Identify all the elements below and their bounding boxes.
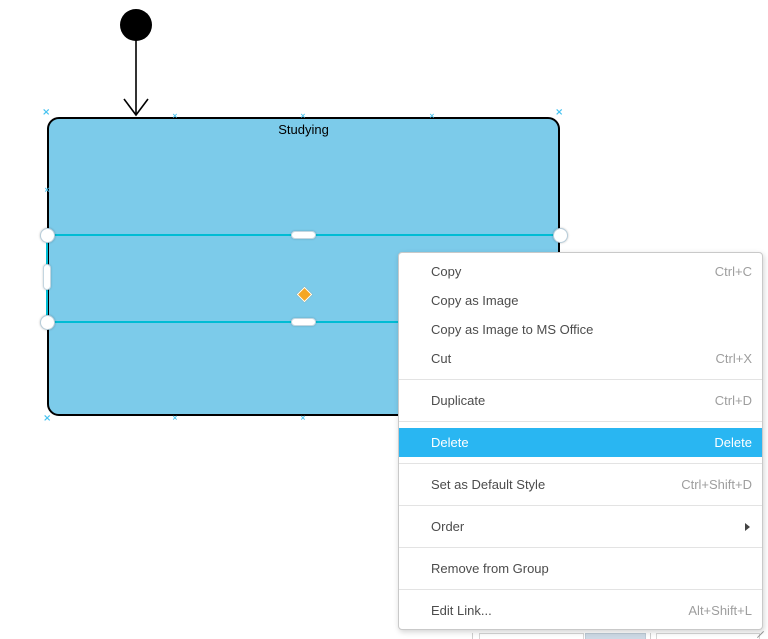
- menu-item-remove-from-group[interactable]: Remove from Group: [399, 554, 762, 583]
- menu-separator: [399, 463, 762, 464]
- selection-x-handle: [44, 187, 50, 194]
- state-title: Studying: [278, 122, 329, 137]
- menu-item-label: Copy as Image to MS Office: [431, 322, 594, 337]
- menu-item-label: Set as Default Style: [431, 477, 546, 492]
- menu-item-copy[interactable]: Copy Ctrl+C: [399, 257, 762, 286]
- selection-x-handle: [300, 415, 306, 422]
- selection-x-handle: [300, 113, 306, 120]
- initial-state-node[interactable]: [120, 9, 152, 41]
- menu-item-copy-as-image[interactable]: Copy as Image: [399, 286, 762, 315]
- style-preview-fragment: [650, 633, 651, 639]
- selection-handle-circle[interactable]: [40, 228, 55, 243]
- submenu-arrow-icon: [745, 522, 750, 531]
- menu-item-edit-link[interactable]: Edit Link... Alt+Shift+L: [399, 596, 762, 625]
- menu-item-copy-as-image-to-ms-office[interactable]: Copy as Image to MS Office: [399, 315, 762, 344]
- selection-x-handle: [172, 415, 178, 422]
- lane-divider-bottom[interactable]: [48, 321, 398, 323]
- style-preview-fragment: [472, 633, 473, 639]
- style-preview-card[interactable]: [656, 633, 760, 639]
- menu-item-cut[interactable]: Cut Ctrl+X: [399, 344, 762, 373]
- selection-x-handle: [429, 113, 435, 120]
- menu-separator: [399, 379, 762, 380]
- menu-item-label: Copy as Image: [431, 293, 519, 308]
- style-preview-card[interactable]: [585, 633, 646, 639]
- transition-arrowhead-icon: [123, 98, 149, 117]
- selection-x-handle: [555, 108, 563, 118]
- menu-item-label: Edit Link...: [431, 603, 492, 618]
- menu-item-label: Order: [431, 519, 465, 534]
- menu-item-shortcut: Ctrl+D: [714, 393, 752, 408]
- menu-item-shortcut: Ctrl+Shift+D: [681, 477, 752, 492]
- menu-item-label: Copy: [431, 264, 462, 279]
- menu-item-label: Duplicate: [431, 393, 486, 408]
- menu-item-shortcut: Delete: [714, 435, 752, 450]
- style-preview-card[interactable]: [479, 633, 584, 639]
- menu-item-shortcut: Ctrl+C: [714, 264, 752, 279]
- selection-handle-pill[interactable]: [291, 231, 316, 239]
- menu-item-label: Delete: [431, 435, 469, 450]
- menu-separator: [399, 421, 762, 422]
- menu-item-delete[interactable]: Delete Delete: [399, 428, 762, 457]
- menu-item-shortcut: Ctrl+X: [715, 351, 752, 366]
- menu-separator: [399, 589, 762, 590]
- menu-item-duplicate[interactable]: Duplicate Ctrl+D: [399, 386, 762, 415]
- selection-handle-circle[interactable]: [40, 315, 55, 330]
- menu-item-set-as-default-style[interactable]: Set as Default Style Ctrl+Shift+D: [399, 470, 762, 499]
- menu-item-label: Cut: [431, 351, 452, 366]
- selection-handle-circle[interactable]: [553, 228, 568, 243]
- context-menu: Copy Ctrl+C Copy as Image Copy as Image …: [398, 252, 763, 630]
- selection-x-handle: [172, 113, 178, 120]
- menu-item-order[interactable]: Order: [399, 512, 762, 541]
- selection-x-handle: [42, 108, 50, 118]
- selection-x-handle: [43, 414, 51, 424]
- menu-item-label: Remove from Group: [431, 561, 549, 576]
- selection-handle-pill[interactable]: [291, 318, 316, 326]
- menu-item-shortcut: Alt+Shift+L: [688, 603, 752, 618]
- menu-separator: [399, 547, 762, 548]
- selection-handle-pill[interactable]: [43, 264, 51, 290]
- menu-separator: [399, 505, 762, 506]
